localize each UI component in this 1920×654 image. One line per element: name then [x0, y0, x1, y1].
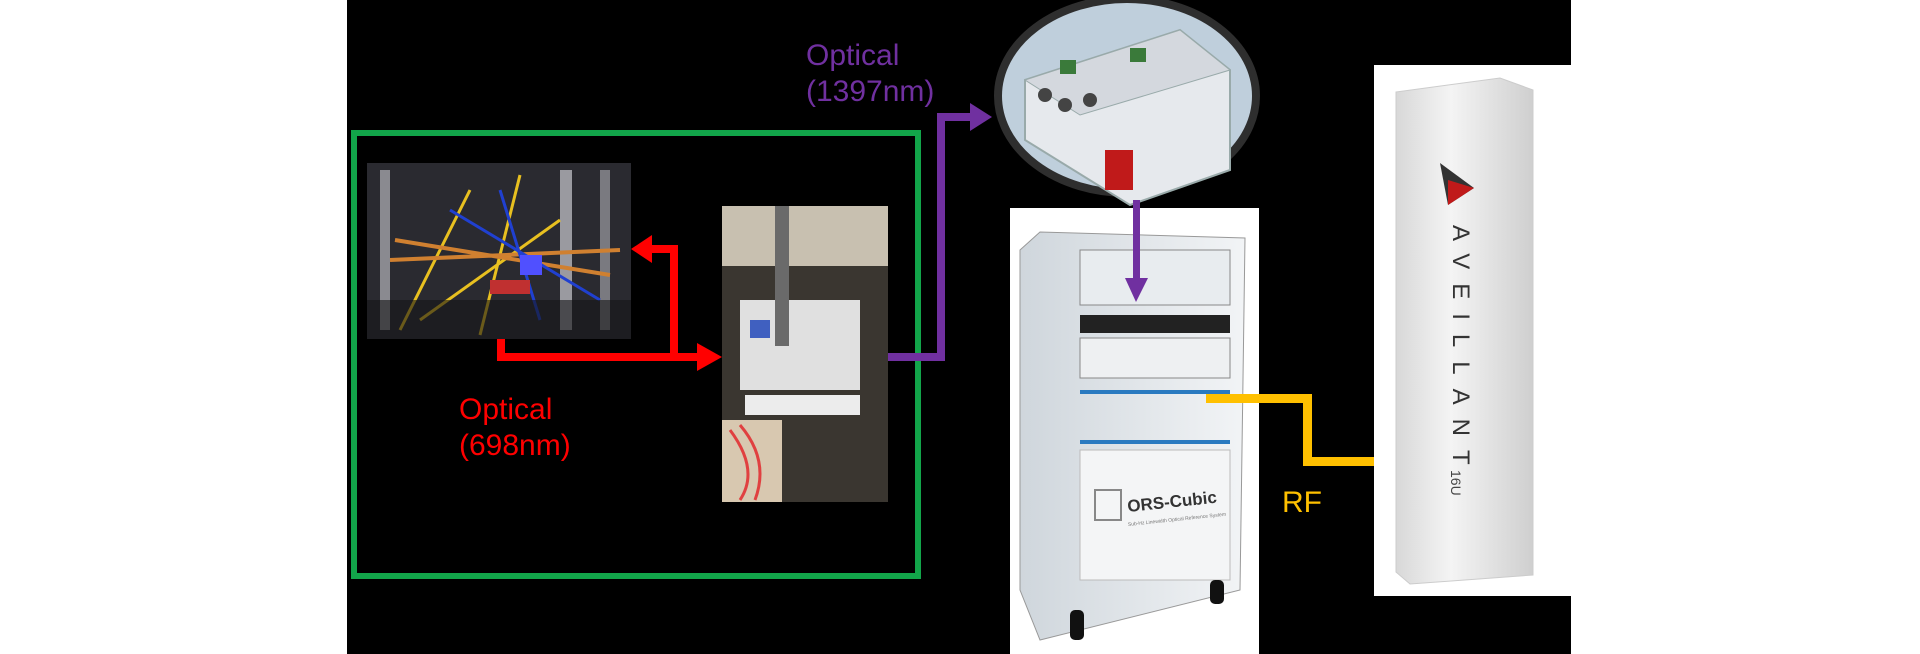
lab-rack-photo: [722, 206, 888, 502]
optical-module-image: [994, 0, 1260, 207]
optical-lab-photo: [367, 163, 631, 339]
optical-into-rack-arrow: [1125, 200, 1148, 302]
rf-label: RF: [1282, 486, 1322, 519]
optical-698nm-label-line2: (698nm): [459, 429, 571, 462]
aveillant-model: 16U: [1448, 470, 1464, 496]
optical-1397nm-arrow: [888, 103, 992, 361]
optical-698nm-arrows: [497, 235, 722, 371]
optical-1397nm-label-line2: (1397nm): [806, 75, 935, 108]
optical-1397nm-label-line1: Optical: [806, 39, 900, 72]
optical-1397nm-label: Optical (1397nm): [806, 38, 934, 110]
optical-698nm-label: Optical (698nm): [459, 392, 571, 464]
ors-cubic-rack-image: [1010, 208, 1259, 654]
aveillant-radar-image: [1374, 65, 1571, 596]
aveillant-brand: AVEILLANT: [1447, 225, 1474, 479]
optical-698nm-label-line1: Optical: [459, 393, 553, 426]
